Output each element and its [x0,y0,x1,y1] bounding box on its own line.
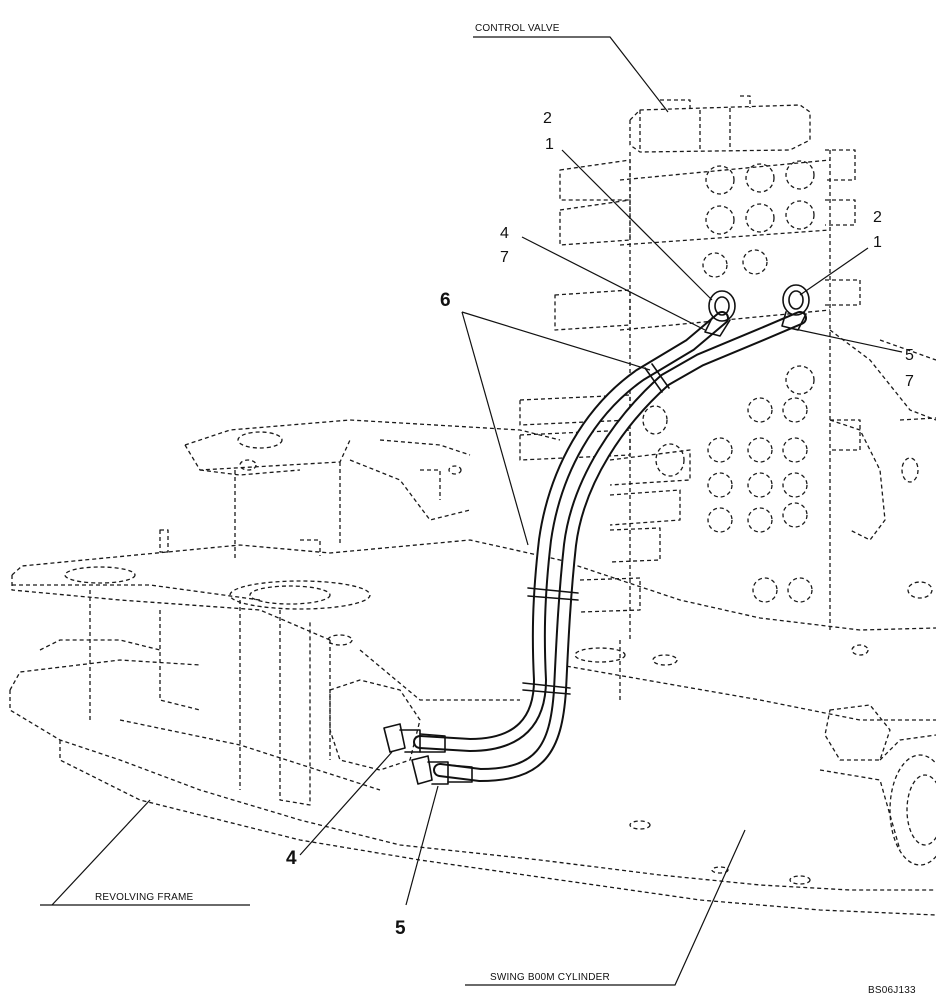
revolving-frame-caption: REVOLVING FRAME [95,892,194,903]
callout-1-right: 1 [873,234,882,251]
callout-4-left: 4 [500,225,509,242]
callout-5-bottom: 5 [395,918,406,939]
leader-lines [40,36,903,986]
control-valve-caption: CONTROL VALVE [475,23,560,34]
callout-2-right: 2 [873,209,882,226]
upper-bracket [184,419,561,560]
fitting-lower-4 [383,723,446,753]
fitting-upper-left [704,290,736,337]
hydraulic-hoses [383,284,810,785]
swing-boom-cylinder-caption: SWING B00M CYLINDER [490,972,610,983]
labels: CONTROL VALVE 2 1 4 7 2 1 5 7 6 4 5 REVO… [95,23,916,996]
callout-7-left: 7 [500,249,509,266]
swing-boom-cylinder [329,679,936,866]
revolving-frame [9,529,936,916]
callout-5-right: 5 [905,347,914,364]
callout-4-bottom: 4 [286,848,297,869]
control-valve [519,95,936,640]
callout-2-upper-left: 2 [543,110,552,127]
callout-1-upper-left: 1 [545,136,554,153]
fitting-lower-5 [411,755,473,785]
figure-id: BS06J133 [868,985,916,996]
callout-7-right: 7 [905,373,914,390]
callout-6: 6 [440,290,451,311]
